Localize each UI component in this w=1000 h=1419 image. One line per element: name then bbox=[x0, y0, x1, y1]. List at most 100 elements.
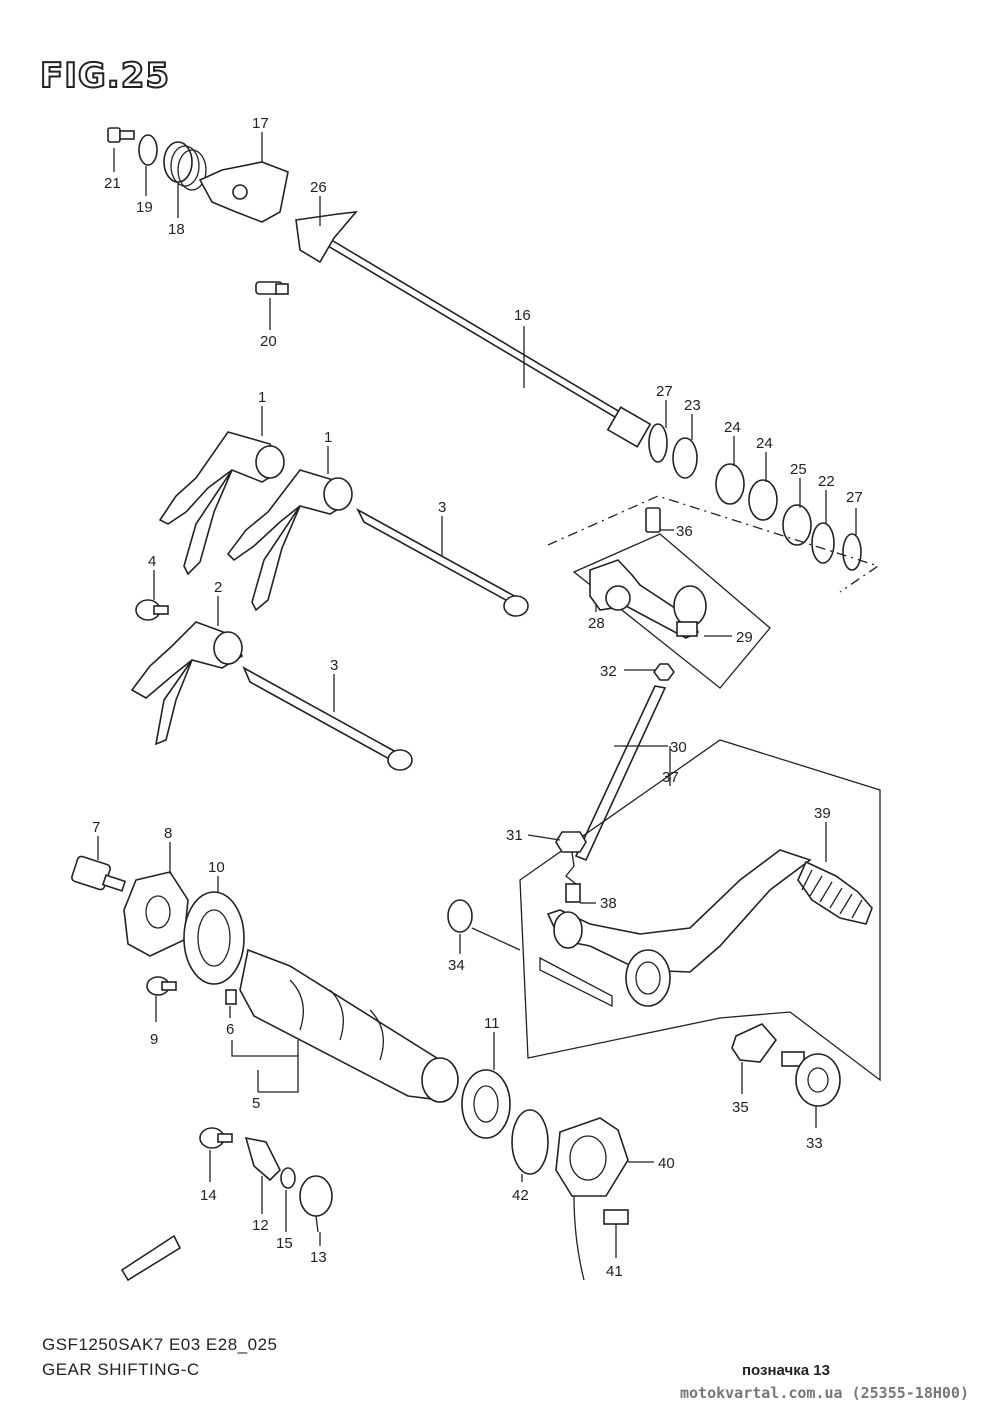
part-19-washer[interactable] bbox=[138, 134, 158, 166]
callout-24a: 24 bbox=[724, 419, 741, 436]
leader-lines bbox=[97, 132, 857, 1258]
part-4-bolt[interactable] bbox=[135, 599, 169, 621]
callout-29: 29 bbox=[736, 629, 753, 646]
callout-1a: 1 bbox=[258, 389, 266, 406]
part-22-washer[interactable] bbox=[811, 522, 835, 564]
callout-16: 16 bbox=[514, 307, 531, 324]
part-21-bolt[interactable] bbox=[107, 127, 135, 143]
washer-guide-line bbox=[471, 927, 521, 951]
callout-26: 26 bbox=[310, 179, 327, 196]
part-3-fork-shaft-a[interactable] bbox=[356, 508, 529, 617]
part-14-bolt[interactable] bbox=[199, 1127, 233, 1149]
site-watermark: motokvartal.com.ua (25355-18H00) bbox=[680, 1384, 969, 1402]
part-30-rod[interactable] bbox=[574, 685, 667, 862]
callout-38: 38 bbox=[600, 895, 617, 912]
part-42-o-ring[interactable] bbox=[511, 1109, 549, 1175]
part-25-oil-seal[interactable] bbox=[782, 504, 812, 546]
callout-8: 8 bbox=[164, 825, 172, 842]
part-35-clip[interactable] bbox=[731, 1023, 778, 1063]
part-20-pin[interactable] bbox=[255, 281, 289, 295]
callout-15: 15 bbox=[276, 1235, 293, 1252]
part-38-bolt[interactable] bbox=[565, 883, 581, 903]
part-17-hole bbox=[232, 184, 248, 200]
callout-36: 36 bbox=[676, 523, 693, 540]
part-12-cam-stopper[interactable] bbox=[244, 1136, 281, 1182]
shaft-to-link-guide bbox=[547, 495, 880, 593]
callout-21: 21 bbox=[104, 175, 121, 192]
part-23-washer[interactable] bbox=[672, 437, 698, 479]
part-3-fork-shaft-b[interactable] bbox=[242, 666, 413, 771]
part-5-gearshift-cam[interactable] bbox=[239, 948, 460, 1103]
callout-23: 23 bbox=[684, 397, 701, 414]
part-1-shift-fork-b[interactable] bbox=[226, 469, 353, 612]
model-code: GSF1250SAK7 E03 E28_025 bbox=[42, 1335, 278, 1354]
link-assembly-frame bbox=[572, 533, 771, 689]
part-28-shift-arm[interactable] bbox=[589, 559, 700, 639]
callout-42: 42 bbox=[512, 1187, 529, 1204]
callout-28: 28 bbox=[588, 615, 605, 632]
part-13-spring[interactable] bbox=[299, 1175, 333, 1233]
part-29-joint[interactable] bbox=[673, 585, 707, 637]
part-1-shift-fork-a[interactable] bbox=[158, 431, 285, 576]
callout-3a: 3 bbox=[438, 499, 446, 516]
callout-19: 19 bbox=[136, 199, 153, 216]
part-34-washer[interactable] bbox=[447, 899, 473, 933]
part-15-washer[interactable] bbox=[280, 1167, 296, 1189]
callout-4: 4 bbox=[148, 553, 156, 570]
callout-13: 13 bbox=[310, 1249, 327, 1266]
part-40-gear-position-switch[interactable] bbox=[555, 1117, 629, 1281]
part-11-bearing[interactable] bbox=[461, 1069, 511, 1139]
callout-33: 33 bbox=[806, 1135, 823, 1152]
part-2-shift-fork[interactable] bbox=[130, 621, 243, 746]
callout-12: 12 bbox=[252, 1217, 269, 1234]
callout-34: 34 bbox=[448, 957, 465, 974]
part-36-bolt[interactable] bbox=[645, 507, 661, 533]
figure-title: FIG.25 bbox=[39, 55, 171, 97]
part-27-circlip-b[interactable] bbox=[842, 533, 862, 571]
part-32-nut[interactable] bbox=[653, 663, 675, 681]
part-39-gearshift-lever[interactable] bbox=[546, 849, 873, 1007]
callout-24b: 24 bbox=[756, 435, 773, 452]
callout-10: 10 bbox=[208, 859, 225, 876]
callout-40: 40 bbox=[658, 1155, 675, 1172]
callout-25: 25 bbox=[790, 461, 807, 478]
callout-37: 37 bbox=[662, 769, 679, 786]
part-24-bearing-b[interactable] bbox=[748, 479, 778, 521]
part-9-bolt[interactable] bbox=[146, 976, 177, 996]
part-7-pin[interactable] bbox=[71, 855, 127, 892]
callout-5: 5 bbox=[252, 1095, 260, 1112]
callout-27b: 27 bbox=[846, 489, 863, 506]
part-18-spring[interactable] bbox=[163, 141, 207, 191]
callout-11: 11 bbox=[484, 1015, 500, 1032]
callout-9: 9 bbox=[150, 1031, 158, 1048]
part-10-bearing[interactable] bbox=[183, 891, 245, 985]
callout-39: 39 bbox=[814, 805, 831, 822]
part-8-cam-stopper-plate[interactable] bbox=[123, 871, 189, 957]
designation-note: позначка 13 bbox=[742, 1362, 830, 1379]
callout-2: 2 bbox=[214, 579, 222, 596]
callout-18: 18 bbox=[168, 221, 185, 238]
part-6-pin[interactable] bbox=[225, 989, 237, 1005]
callout-6: 6 bbox=[226, 1021, 234, 1038]
callout-3b: 3 bbox=[330, 657, 338, 674]
callout-31: 31 bbox=[506, 827, 523, 844]
callout-32: 32 bbox=[600, 663, 617, 680]
part-27-circlip[interactable] bbox=[648, 423, 668, 463]
callout-41: 41 bbox=[606, 1263, 623, 1280]
callout-20: 20 bbox=[260, 333, 277, 350]
callout-30: 30 bbox=[670, 739, 687, 756]
callout-35: 35 bbox=[732, 1099, 749, 1116]
part-31-nut[interactable] bbox=[555, 831, 587, 885]
callout-22: 22 bbox=[818, 473, 835, 490]
assembly-name: GEAR SHIFTING-C bbox=[42, 1360, 200, 1379]
callout-7: 7 bbox=[92, 819, 100, 836]
callout-27a: 27 bbox=[656, 383, 673, 400]
part-41-bolt[interactable] bbox=[603, 1209, 629, 1225]
front-arrow-icon bbox=[120, 1234, 182, 1282]
part-16-gearshift-shaft[interactable] bbox=[295, 210, 652, 448]
callout-14: 14 bbox=[200, 1187, 217, 1204]
lever-assembly-frame bbox=[519, 739, 881, 1082]
part-33-bolt[interactable] bbox=[781, 1051, 841, 1107]
part-24-bearing-a[interactable] bbox=[715, 463, 745, 505]
